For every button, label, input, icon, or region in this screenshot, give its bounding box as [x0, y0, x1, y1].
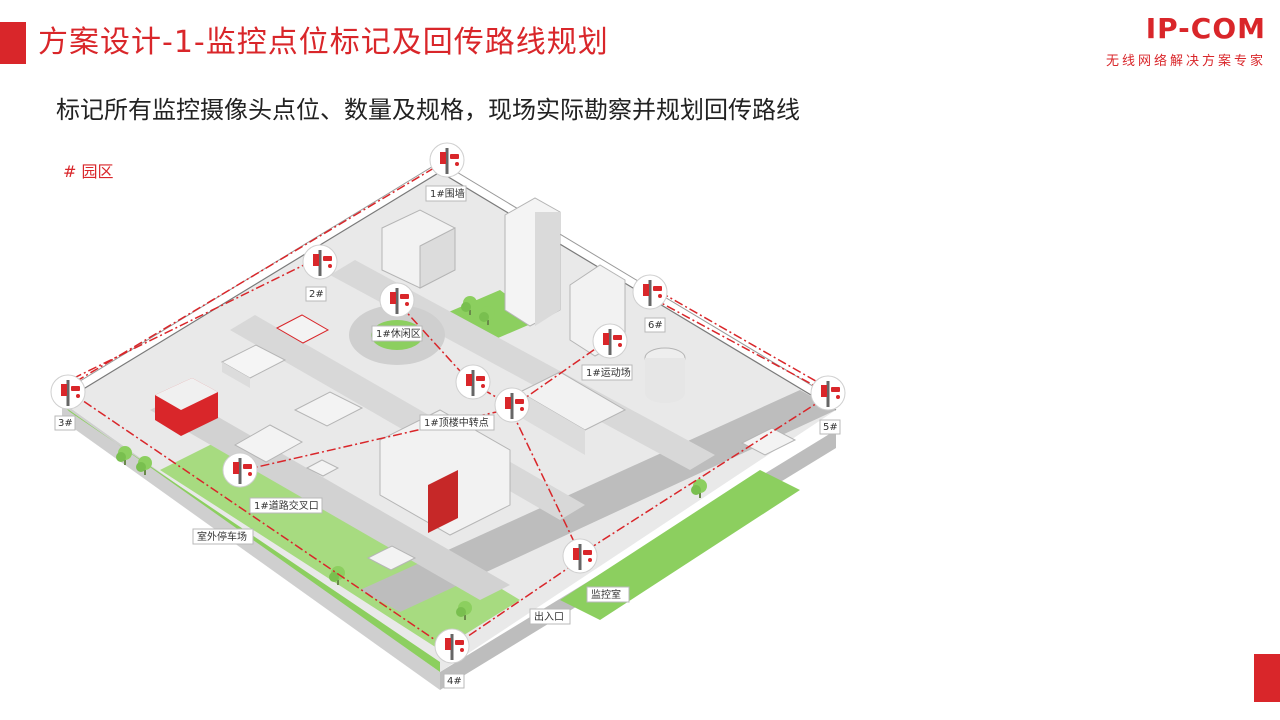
building-low-a: [293, 391, 364, 427]
label-entrance: 出入口: [529, 608, 571, 625]
svg-text:监控室: 监控室: [591, 588, 621, 601]
main-road: [360, 390, 836, 612]
building-parking-deck: [518, 371, 627, 455]
label-parking: 室外停车场: [192, 528, 254, 545]
label-sports-field: 1#运动场: [581, 364, 633, 381]
building-round: [644, 347, 686, 403]
camera-mid: [455, 364, 491, 400]
svg-text:6#: 6#: [648, 320, 663, 331]
label-wall1: 1#围墙: [425, 185, 467, 202]
route-5-to-monitor: [583, 397, 826, 553]
building-warehouse: [220, 344, 287, 388]
route-6-to-5: [659, 291, 829, 389]
site-slab-left: [62, 402, 440, 690]
corner-accent: [1254, 654, 1280, 702]
building-red-block: [155, 378, 218, 436]
route-roof-to-monitor: [511, 411, 579, 551]
label-rest-area: 1#休闲区: [371, 325, 423, 342]
brand-logo: IP-COM 无线网络解决方案专家: [1105, 12, 1266, 70]
building-office-a: [381, 209, 456, 289]
title-accent-bar: [0, 22, 26, 64]
route-3-to-4: [69, 391, 451, 651]
svg-text:2#: 2#: [309, 289, 324, 300]
camera-wall1: [429, 142, 465, 178]
label-3: 3#: [54, 415, 76, 431]
camera-5: [810, 375, 846, 411]
camera-rooftop-relay: [494, 387, 530, 423]
svg-text:室外停车场: 室外停车场: [197, 530, 247, 543]
building-tower: [504, 197, 561, 327]
camera-2: [302, 244, 338, 280]
route-4-to-monitor: [454, 559, 581, 646]
grass-strip-right: [560, 470, 800, 620]
svg-text:1#围墙: 1#围墙: [430, 187, 465, 200]
svg-text:5#: 5#: [823, 422, 838, 433]
building-small-gate: [740, 427, 797, 456]
label-5: 5#: [819, 419, 841, 435]
label-rooftop-relay: 1#顶楼中转点: [419, 414, 495, 431]
page-subtitle: 标记所有监控摄像头点位、数量及规格，现场实际勘察并规划回传路线: [56, 96, 800, 124]
building-kiosk: [305, 459, 340, 477]
svg-text:1#运动场: 1#运动场: [586, 366, 631, 379]
label-monitor-room: 监控室: [586, 586, 630, 603]
zone-label: # 园区: [63, 162, 114, 181]
label-6: 6#: [644, 317, 666, 333]
page-title: 方案设计-1-监控点位标记及回传路线规划: [38, 25, 609, 60]
camera-6: [632, 274, 668, 310]
svg-text:1#休闲区: 1#休闲区: [376, 327, 421, 340]
building-mall: [379, 409, 511, 536]
svg-text:3#: 3#: [58, 418, 73, 429]
svg-text:出入口: 出入口: [534, 610, 564, 623]
camera-sports-field: [592, 323, 628, 359]
camera-road-crossing: [222, 452, 258, 488]
camera-4: [434, 628, 470, 664]
svg-text:1#顶楼中转点: 1#顶楼中转点: [424, 416, 489, 429]
building-red-roof: [275, 314, 330, 344]
camera-3: [50, 374, 86, 410]
building-low-b: [233, 424, 304, 463]
label-4: 4#: [443, 673, 465, 689]
camera-rest-area: [379, 282, 415, 318]
svg-text:4#: 4#: [447, 676, 462, 687]
label-2: 2#: [305, 286, 327, 302]
route-wall-to-3: [69, 167, 435, 386]
building-round-pavilion: [366, 545, 417, 571]
route-2-to-3: [73, 261, 311, 379]
svg-text:1#道路交叉口: 1#道路交叉口: [254, 499, 319, 512]
camera-monitor-room: [562, 538, 598, 574]
logo-mark: IP-COM: [1145, 12, 1266, 45]
route-sport-to-roof: [514, 339, 609, 406]
logo-tagline: 无线网络解决方案专家: [1105, 54, 1266, 69]
label-road-crossing: 1#道路交叉口: [249, 497, 323, 514]
